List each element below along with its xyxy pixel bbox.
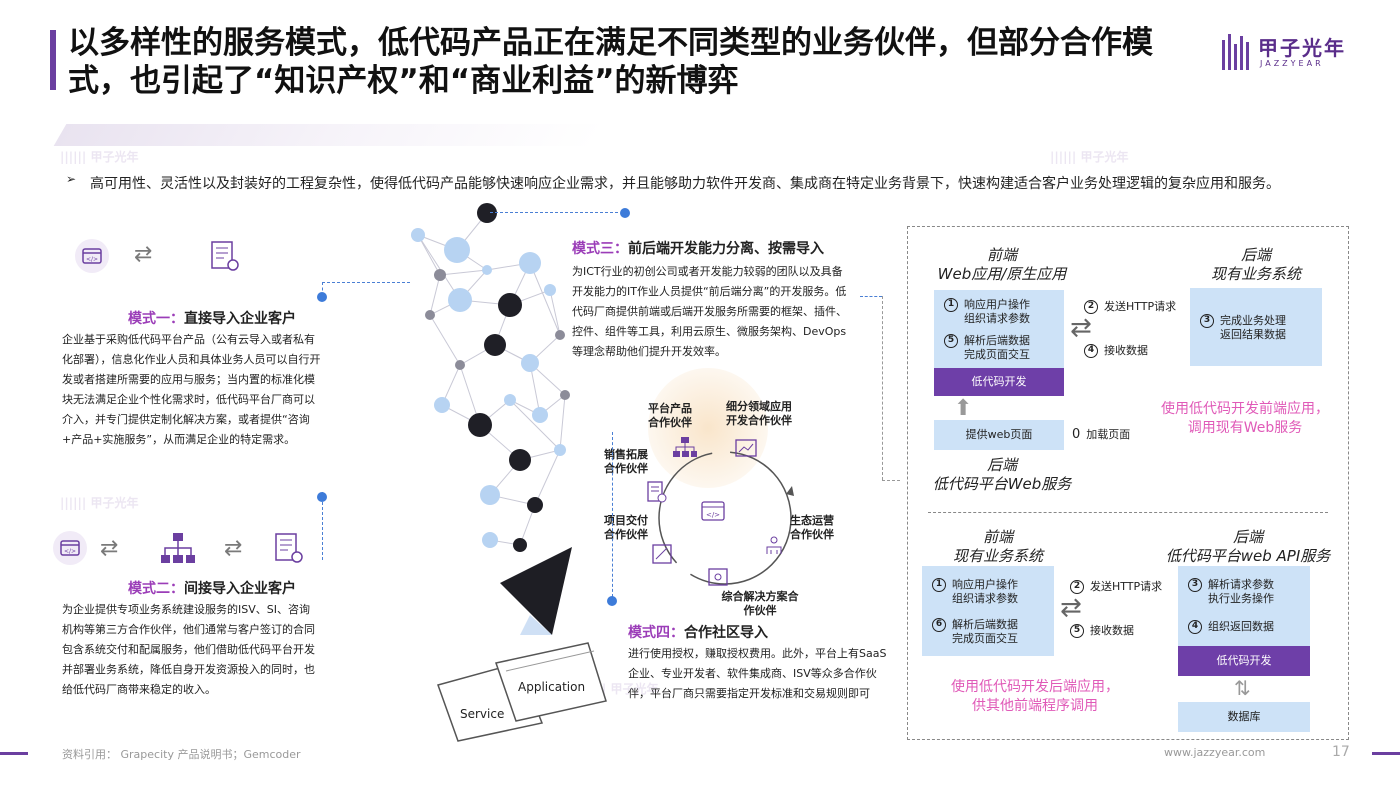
connector-dot bbox=[317, 492, 327, 502]
bullet-arrow-icon: ➢ bbox=[66, 172, 77, 186]
person-illustration bbox=[648, 368, 768, 488]
connector-line bbox=[322, 282, 410, 283]
svg-text:</>: </> bbox=[64, 548, 76, 555]
team-icon bbox=[762, 534, 786, 558]
decorative-strip bbox=[53, 124, 607, 146]
connector-dot bbox=[607, 596, 617, 606]
top-front-header: 前端 Web应用/原生应用 bbox=[937, 246, 1067, 283]
org-chart-icon bbox=[672, 436, 698, 458]
bidirectional-arrow-icon: ⇄ bbox=[1060, 593, 1082, 623]
database-box: 数据库 bbox=[1178, 702, 1310, 732]
brand-logo: 甲子光年 JAZZYEAR bbox=[1222, 30, 1372, 76]
connector-line bbox=[322, 492, 323, 560]
document-icon bbox=[644, 480, 668, 504]
org-chart-icon bbox=[158, 530, 195, 566]
footer-url[interactable]: www.jazzyear.com bbox=[1164, 746, 1266, 759]
partner-cycle-ring bbox=[658, 451, 794, 585]
chart-board-icon bbox=[734, 438, 758, 460]
application-label: Application bbox=[518, 680, 586, 694]
partner-delivery-label: 项目交付合作伙伴 bbox=[604, 514, 648, 541]
top-lowcode-bar: 低代码开发 bbox=[934, 368, 1064, 396]
partner-sales-label: 销售拓展合作伙伴 bbox=[604, 448, 648, 475]
top-back-header: 后端 现有业务系统 bbox=[1210, 246, 1301, 283]
mode3-body: 为ICT行业的初创公司或者开发能力较弱的团队以及具备开发能力的IT作业人员提供“… bbox=[572, 265, 847, 358]
mode1-title: 模式一：直接导入企业客户 bbox=[128, 311, 296, 327]
application-stack-illustration bbox=[437, 547, 607, 742]
project-board-icon bbox=[650, 542, 674, 566]
code-window-icon: </> bbox=[74, 238, 110, 274]
enterprise-document-icon bbox=[270, 530, 306, 566]
mode1-body: 企业基于采购低代码平台产品（公有云导入或者私有化部署），信息化作业人员和具体业务… bbox=[62, 333, 321, 446]
connector-line bbox=[860, 296, 882, 297]
top-note: 使用低代码开发前端应用， 调用现有Web服务 bbox=[1161, 401, 1329, 436]
mode2-body: 为企业提供专项业务系统建设服务的ISV、SI、咨询机构等第三方合作伙伴，他们通常… bbox=[62, 603, 315, 696]
bottom-lowcode-bar: 低代码开发 bbox=[1178, 646, 1310, 676]
top-back-box bbox=[1190, 288, 1322, 366]
footer-accent bbox=[0, 752, 28, 755]
partner-solution-label: 综合解决方案合作伙伴 bbox=[721, 590, 799, 617]
watermark: |||||| 甲子光年 bbox=[60, 150, 139, 164]
watermark: |||||| 甲子光年 bbox=[1050, 150, 1129, 164]
watermark: |||||| 甲子光年 bbox=[60, 496, 139, 510]
bidirectional-arrow-icon: ⇄ bbox=[134, 242, 153, 267]
bottom-note: 使用低代码开发后端应用， 供其他前端程序调用 bbox=[951, 679, 1119, 714]
connector-line bbox=[882, 480, 900, 481]
service-label: Service bbox=[460, 707, 505, 721]
web-page-box: 提供web页面 bbox=[934, 420, 1064, 450]
connector-line bbox=[882, 296, 883, 480]
svg-text:</>: </> bbox=[706, 511, 720, 519]
mode4-title: 模式四：合作社区导入 bbox=[628, 625, 768, 641]
bidirectional-arrow-icon: ⇄ bbox=[100, 536, 119, 561]
bidirectional-arrow-icon: ⇄ bbox=[224, 536, 243, 561]
bottom-back-header: 后端 低代码平台web API服务 bbox=[1165, 528, 1331, 565]
partner-domain-label: 细分领域应用开发合作伙伴 bbox=[726, 400, 792, 427]
up-arrow-icon: ⬆ bbox=[954, 396, 973, 421]
svg-text:</>: </> bbox=[86, 256, 98, 263]
connector-dot bbox=[317, 292, 327, 302]
top-service-header: 后端 低代码平台Web服务 bbox=[932, 456, 1072, 493]
footer-accent bbox=[1372, 752, 1400, 755]
code-window-icon: </> bbox=[52, 530, 88, 566]
architecture-diagram-frame bbox=[907, 226, 1349, 740]
brand-sub: JAZZYEAR bbox=[1260, 59, 1324, 68]
mode3-title: 模式三：前后端开发能力分离、按需导入 bbox=[572, 241, 824, 257]
partner-platform-label: 平台产品合作伙伴 bbox=[648, 402, 692, 429]
connector-dot bbox=[620, 208, 630, 218]
network-node-illustration bbox=[411, 203, 570, 552]
code-window-icon: </> bbox=[700, 500, 726, 522]
mode4-body: 进行使用授权，赚取授权费用。此外，平台上有SaaS企业、专业开发者、软件集成商、… bbox=[628, 647, 887, 700]
page-number: 17 bbox=[1332, 744, 1350, 760]
intro-text: 高可用性、灵活性以及封装好的工程复杂性，使得低代码产品能够快速响应企业需求，并且… bbox=[90, 176, 1280, 192]
connector-line bbox=[612, 432, 613, 602]
title-accent-bar bbox=[50, 30, 56, 90]
mode2-title: 模式二：间接导入企业客户 bbox=[128, 581, 296, 597]
logo-bars-icon bbox=[1222, 34, 1252, 70]
gear-box-icon bbox=[706, 566, 730, 588]
bottom-front-header: 前端 现有业务系统 bbox=[952, 528, 1043, 565]
enterprise-document-icon bbox=[206, 238, 242, 274]
connector-line bbox=[322, 282, 323, 296]
connector-line bbox=[490, 212, 618, 213]
bidirectional-vertical-arrow-icon: ⇅ bbox=[1234, 676, 1251, 700]
page-title: 以多样性的服务模式，低代码产品正在满足不同类型的业务伙伴，但部分合作模式，也引起… bbox=[68, 25, 1153, 99]
bidirectional-arrow-icon: ⇄ bbox=[1070, 313, 1092, 343]
partner-eco-label: 生态运营合作伙伴 bbox=[790, 514, 834, 541]
brand-name: 甲子光年 bbox=[1258, 36, 1346, 60]
footer-source: 资料引用： Grapecity 产品说明书；Gemcoder bbox=[62, 748, 301, 761]
diagram-divider bbox=[928, 512, 1328, 513]
